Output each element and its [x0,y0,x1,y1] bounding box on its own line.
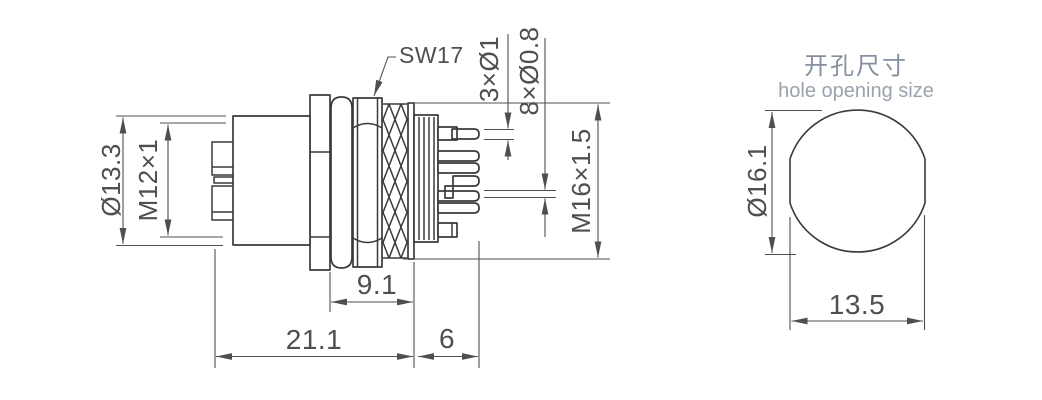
pin-small-label: 8×Ø0.8 [514,26,544,115]
front-thread-label: M12×1 [133,139,163,222]
flange-edge-lines [310,151,330,238]
side-view [211,94,480,271]
nut-span-label: 9.1 [357,269,397,300]
tick-lines [484,128,514,141]
dimension-hole-diameter: Ø16.1 [742,109,822,256]
hex-nut [352,97,383,268]
mounting-face [407,102,415,260]
dimension-panel-thread: M16×1.5 [403,102,610,260]
extension-lines [329,262,415,368]
dimension-front-thread: M12×1 [133,122,226,238]
gasket-seal [330,96,353,269]
tick-lines [484,189,556,199]
dimension-pin-large: 3×Ø1 [474,34,514,160]
leader-line [373,56,396,97]
pin-length-label: 6 [439,323,455,354]
hole-opening-title-en: hole opening size [778,80,934,102]
extension-lines [403,102,610,260]
m16-thread [382,103,408,259]
extension-lines [160,122,226,238]
extension-lines [116,115,226,247]
hole-diameter-label: Ø16.1 [742,144,772,217]
total-length-label: 21.1 [286,324,343,355]
hex-nut-facets [352,98,383,267]
contact-pins [437,126,480,238]
callout-hex-nut: SW17 [373,42,464,97]
rear-stem-grooves [418,117,435,240]
dimension-outer-diameter: Ø13.3 [96,115,226,247]
dimension-pin-length: 6 [418,241,480,368]
hole-opening-title-zh: 开孔尺寸 [804,53,908,80]
connector-body [232,115,311,246]
dimension-pin-small: 8×Ø0.8 [484,26,556,237]
extension-lines [789,215,926,330]
panel-thread-label: M16×1.5 [566,128,596,233]
outer-diameter-label: Ø13.3 [96,143,126,216]
flange [309,94,331,271]
pin-large-label: 3×Ø1 [474,36,504,102]
dimension-total-length: 21.1 [214,249,413,368]
rear-stem [413,114,439,243]
hole-width-label: 13.5 [829,289,886,320]
hole-opening-shape [789,109,926,253]
hex-nut-label: SW17 [399,42,464,68]
dimension-hole-width: 13.5 [789,215,926,330]
dimension-nut-span: 9.1 [329,262,415,368]
front-view: 开孔尺寸 hole opening size Ø16.1 13.5 [742,53,934,330]
coupling-tabs [211,141,233,221]
extension-lines [765,109,822,256]
